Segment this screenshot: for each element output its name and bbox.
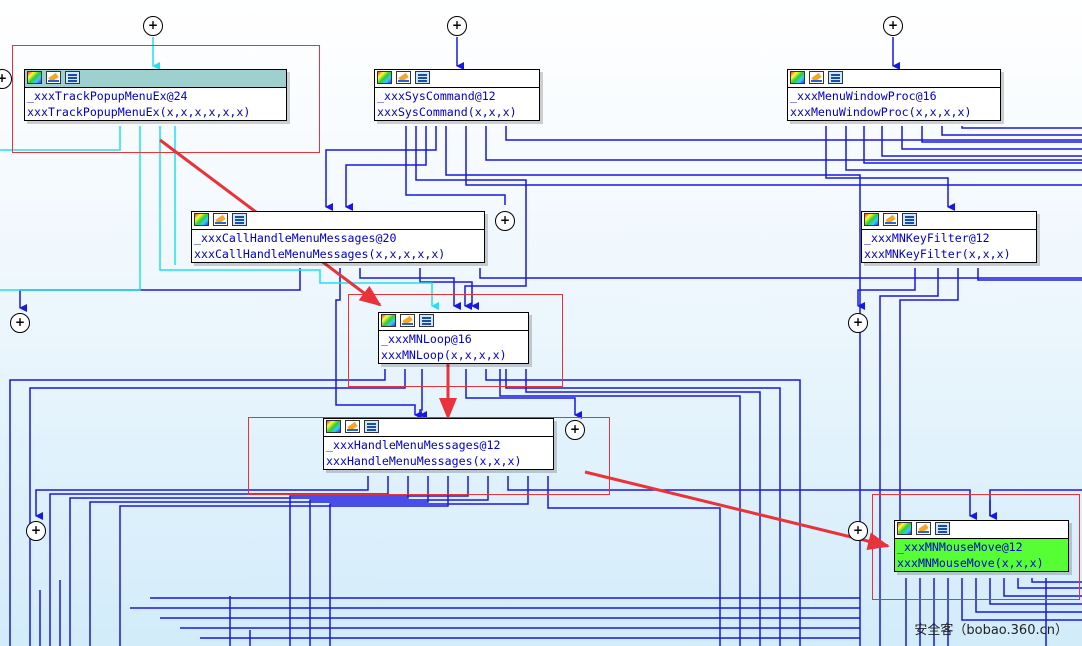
graph-view-icon[interactable] [828,71,843,84]
expand-button[interactable]: + [883,16,903,36]
function-label: _xxxMNLoop@16 [381,332,472,346]
rename-icon[interactable] [916,522,931,535]
annotation-box-handlemsgs [248,417,610,495]
function-label: _xxxSysCommand@12 [377,89,496,103]
function-label: _xxxMenuWindowProc@16 [790,89,937,103]
node-mn-loop[interactable]: _xxxMNLoop@16 xxxMNLoop(x,x,x,x) [378,312,529,364]
function-label: _xxxTrackPopupMenuEx@24 [27,89,188,103]
node-header [862,212,1036,230]
expand-button[interactable]: + [565,420,585,440]
expand-button[interactable]: + [848,521,868,541]
annotation-box-track [12,45,320,153]
graph-view-icon[interactable] [364,420,379,433]
function-call: xxxMenuWindowProc(x,x,x,x) [790,105,972,119]
node-header [379,313,528,331]
node-header [895,521,1068,539]
node-header [192,212,484,230]
function-label: _xxxCallHandleMenuMessages@20 [194,231,397,245]
function-call: xxxSysCommand(x,x,x) [377,105,517,119]
palette-icon[interactable] [864,213,879,226]
palette-icon[interactable] [27,71,42,84]
node-menu-window-proc[interactable]: _xxxMenuWindowProc@16 xxxMenuWindowProc(… [787,69,1001,121]
function-label: _xxxMNMouseMove@12 [897,540,1023,554]
function-label: _xxxHandleMenuMessages@12 [326,438,501,452]
node-header [375,70,539,88]
function-label: _xxxMNKeyFilter@12 [864,231,990,245]
function-call: xxxCallHandleMenuMessages(x,x,x,x,x) [194,247,446,261]
palette-icon[interactable] [897,522,912,535]
expand-button[interactable]: + [10,313,30,333]
function-call: xxxHandleMenuMessages(x,x,x) [326,454,522,468]
function-call: xxxMNKeyFilter(x,x,x) [864,247,1011,261]
expand-button[interactable]: + [143,16,163,36]
annotation-box-mnloop [348,294,563,387]
palette-icon[interactable] [194,213,209,226]
watermark: 安全客（bobao.360.cn） [914,623,1068,638]
palette-icon[interactable] [790,71,805,84]
function-call: xxxMNMouseMove(x,x,x) [897,556,1044,570]
node-handle-menu-messages[interactable]: _xxxHandleMenuMessages@12 xxxHandleMenuM… [323,418,554,470]
function-call: xxxMNLoop(x,x,x,x) [381,348,507,362]
expand-button[interactable]: + [26,521,46,541]
rename-icon[interactable] [46,71,61,84]
palette-icon[interactable] [326,420,341,433]
node-call-handle-menu-messages[interactable]: _xxxCallHandleMenuMessages@20 xxxCallHan… [191,211,485,263]
graph-view-icon[interactable] [232,213,247,226]
palette-icon[interactable] [377,71,392,84]
node-track-popup-menu-ex[interactable]: _xxxTrackPopupMenuEx@24 xxxTrackPopupMen… [24,69,287,121]
node-sys-command[interactable]: _xxxSysCommand@12 xxxSysCommand(x,x,x) [374,69,540,121]
node-header [788,70,1000,88]
graph-view-icon[interactable] [65,71,80,84]
expand-button[interactable]: + [447,16,467,36]
graph-view-icon[interactable] [415,71,430,84]
rename-icon[interactable] [396,71,411,84]
rename-icon[interactable] [400,314,415,327]
graph-view-icon[interactable] [935,522,950,535]
rename-icon[interactable] [883,213,898,226]
rename-icon[interactable] [809,71,824,84]
expand-button[interactable]: + [848,313,868,333]
palette-icon[interactable] [381,314,396,327]
annotation-box-mousemove [872,494,1080,600]
node-header [324,419,553,437]
rename-icon[interactable] [213,213,228,226]
node-mn-key-filter[interactable]: _xxxMNKeyFilter@12 xxxMNKeyFilter(x,x,x) [861,211,1037,263]
node-mn-mouse-move[interactable]: _xxxMNMouseMove@12 xxxMNMouseMove(x,x,x) [894,520,1069,572]
node-header [25,70,286,88]
graph-view-icon[interactable] [419,314,434,327]
graph-view-icon[interactable] [902,213,917,226]
rename-icon[interactable] [345,420,360,433]
function-call: xxxTrackPopupMenuEx(x,x,x,x,x,x) [27,105,251,119]
expand-button[interactable]: + [495,211,515,231]
